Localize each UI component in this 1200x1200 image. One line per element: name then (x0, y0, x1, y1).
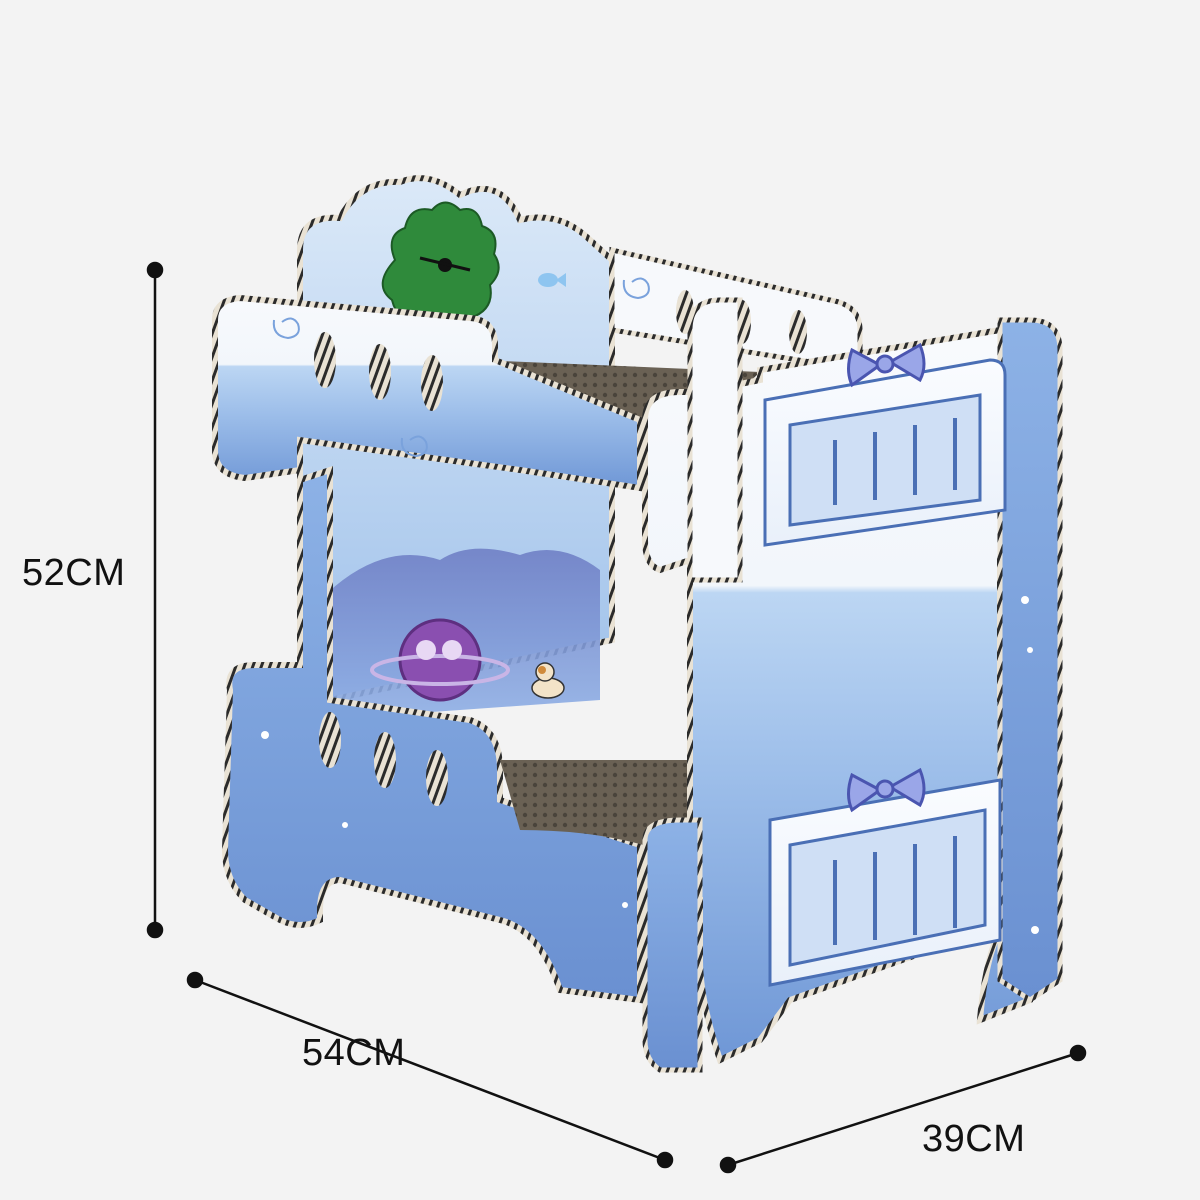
height-label: 52CM (22, 552, 126, 594)
bow-icon (847, 342, 926, 813)
upper-headboard (763, 358, 1007, 547)
cat-icon (531, 662, 565, 699)
lower-headboard (768, 778, 1002, 987)
width-label: 54CM (302, 1032, 406, 1074)
upper-front-rail (212, 294, 643, 492)
depth-label: 39CM (922, 1118, 1026, 1160)
dimension-lines (146, 261, 1087, 1174)
planet-icon (370, 618, 510, 702)
dinosaur-icon (381, 201, 500, 329)
lower-front-panel (221, 465, 643, 1004)
fish-icon (538, 273, 566, 287)
decorative-dots (261, 596, 1039, 934)
